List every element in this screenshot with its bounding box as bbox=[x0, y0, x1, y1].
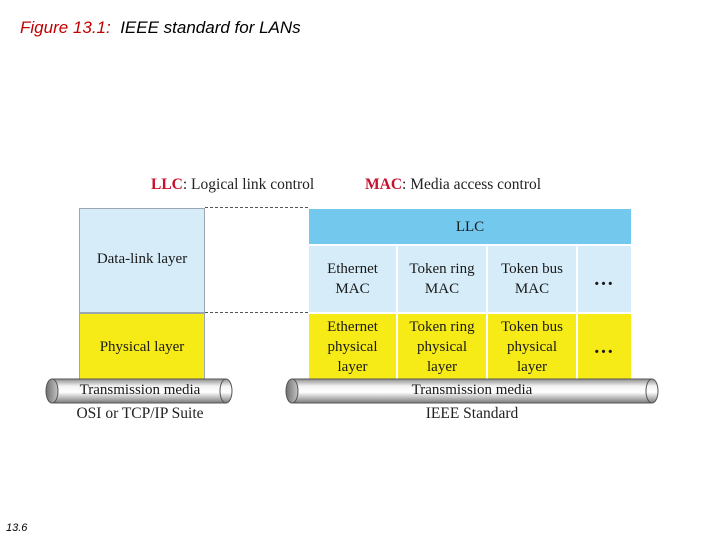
more-physical-box: … bbox=[577, 313, 632, 380]
top-dashed-connector bbox=[205, 207, 308, 208]
token-bus-physical-box: Token bus physical layer bbox=[487, 313, 577, 380]
physical-layer-label: Physical layer bbox=[99, 338, 185, 355]
mac-legend: MAC: Media access control bbox=[365, 176, 541, 194]
data-link-layer-box: Data-link layer bbox=[79, 208, 205, 313]
token-ring-physical-label: Token ring physical layer bbox=[409, 318, 475, 375]
more-mac-ellipsis: … bbox=[593, 268, 616, 290]
more-physical-ellipsis: … bbox=[593, 335, 616, 358]
token-ring-mac-box: Token ring MAC bbox=[397, 245, 487, 313]
ieee-transmission-media-label: Transmission media bbox=[411, 382, 533, 398]
ethernet-mac-box: Ethernet MAC bbox=[308, 245, 397, 313]
token-bus-mac-label: Token bus MAC bbox=[501, 261, 563, 297]
figure-number: Figure 13.1: bbox=[20, 18, 111, 37]
page-number: 13.6 bbox=[6, 522, 28, 534]
middle-dashed-connector bbox=[205, 312, 308, 313]
figure-title: Figure 13.1: IEEE standard for LANs bbox=[20, 18, 301, 38]
figure-caption: IEEE standard for LANs bbox=[120, 18, 301, 37]
token-ring-physical-box: Token ring physical layer bbox=[397, 313, 487, 380]
ieee-media-cylinder bbox=[285, 378, 659, 404]
ieee-llc-label: LLC bbox=[455, 218, 485, 235]
token-bus-physical-label: Token bus physical layer bbox=[501, 318, 563, 375]
ethernet-mac-label: Ethernet MAC bbox=[327, 261, 378, 297]
mac-legend-text: : Media access control bbox=[402, 176, 542, 193]
mac-legend-abbr: MAC bbox=[365, 176, 403, 193]
llc-legend: LLC: Logical link control bbox=[151, 176, 314, 194]
llc-legend-abbr: LLC bbox=[151, 176, 183, 193]
data-link-layer-label: Data-link layer bbox=[96, 251, 188, 267]
ieee-caption: IEEE Standard bbox=[425, 405, 519, 422]
llc-legend-text: : Logical link control bbox=[182, 176, 315, 193]
transmission-media-graphics bbox=[45, 378, 659, 404]
osi-media-cylinder bbox=[45, 378, 233, 404]
ethernet-physical-label: Ethernet physical layer bbox=[327, 318, 378, 375]
physical-layer-box: Physical layer bbox=[79, 313, 205, 380]
ieee-llc-box: LLC bbox=[308, 208, 632, 245]
token-bus-mac-box: Token bus MAC bbox=[487, 245, 577, 313]
osi-caption: OSI or TCP/IP Suite bbox=[76, 405, 204, 422]
osi-transmission-media-label: Transmission media bbox=[79, 382, 201, 398]
more-mac-box: … bbox=[577, 245, 632, 313]
token-ring-mac-label: Token ring MAC bbox=[409, 261, 475, 297]
ethernet-physical-box: Ethernet physical layer bbox=[308, 313, 397, 380]
